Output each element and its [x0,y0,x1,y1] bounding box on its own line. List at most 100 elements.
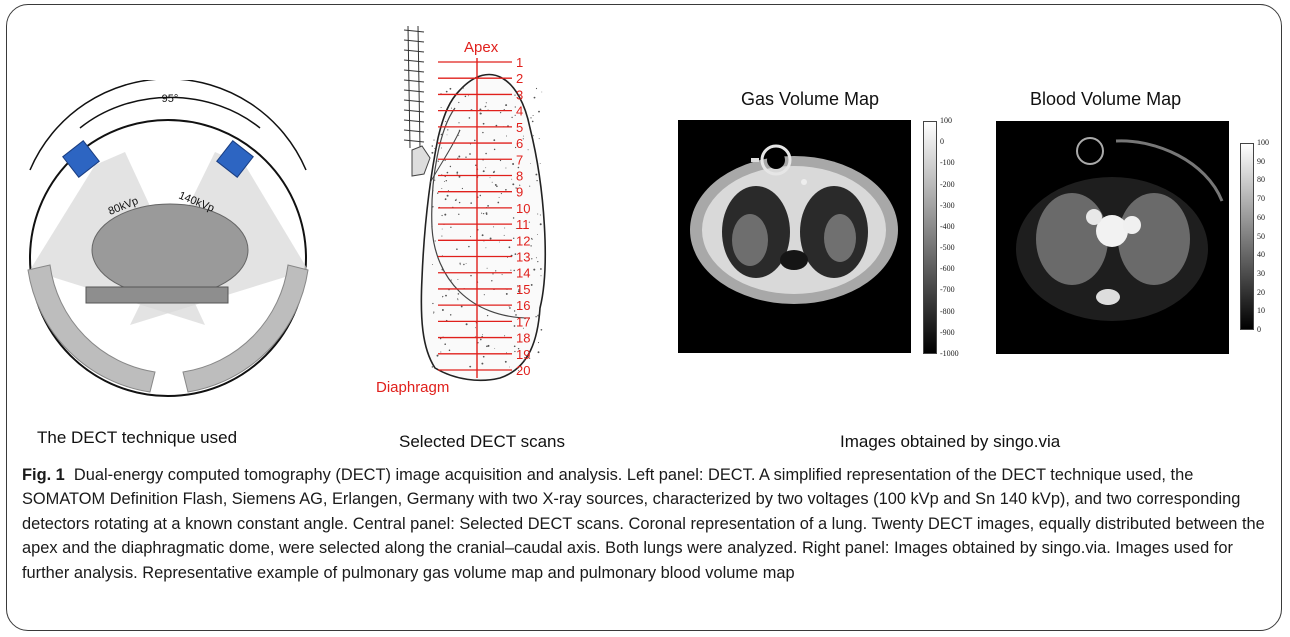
left-panel-label: The DECT technique used [37,428,237,448]
stipple-dot [494,149,496,151]
stipple-dot [487,205,489,207]
stipple-dot [499,197,500,198]
stipple-dot [485,106,486,107]
scan-number: 12 [516,233,530,248]
vertebra-tick [404,80,424,82]
colorbar-tick: -800 [940,307,955,316]
vertebra-tick [404,130,424,132]
scan-number: 17 [516,314,530,329]
scan-number: 7 [516,152,523,167]
colorbar-tick: -400 [940,222,955,231]
stipple-dot [531,284,533,286]
stipple-dot [437,193,438,194]
colorbar-tick: 70 [1257,194,1265,203]
stipple-dot [445,198,447,200]
stipple-dot [504,335,505,336]
stipple-dot [485,167,486,168]
stipple-dot [441,236,442,237]
stipple-dot [456,199,457,200]
stipple-dot [458,293,460,295]
stipple-dot [533,135,534,136]
stipple-dot [485,247,486,248]
vertebra-tick [404,60,424,62]
stipple-dot [432,145,434,147]
patient-ellipse [92,204,248,296]
stipple-dot [444,214,446,216]
colorbar-tick: 60 [1257,213,1265,222]
stipple-dot [540,268,542,270]
colorbar-tick: 30 [1257,269,1265,278]
stipple-dot [513,270,514,271]
figure-caption: Fig. 1 Dual-energy computed tomography (… [22,463,1268,585]
scan-number: 9 [516,185,523,200]
stipple-dot [541,92,542,93]
stipple-dot [459,202,460,203]
colorbar-tick: -300 [940,201,955,210]
stipple-dot [442,269,444,271]
stipple-dot [541,329,543,331]
colorbar-tick: -700 [940,285,955,294]
vertebra-tick [404,50,424,52]
stipple-dot [505,104,507,106]
stipple-dot [469,153,471,155]
stipple-dot [469,366,471,368]
vertebra-tick [404,30,424,32]
stipple-dot [441,148,442,149]
stipple-dot [446,180,447,181]
stipple-dot [444,343,446,345]
colorbar-tick: 10 [1257,306,1265,315]
stipple-dot [450,314,451,315]
stipple-dot [482,334,483,335]
stipple-dot [465,96,467,98]
stipple-dot [500,112,501,113]
stipple-dot [509,367,510,368]
stipple-dot [469,117,471,119]
stipple-dot [457,298,458,299]
colorbar-tick: -100 [940,158,955,167]
stipple-dot [500,160,501,161]
stipple-dot [536,257,537,258]
stipple-dot [459,176,461,178]
stipple-dot [459,263,460,264]
gas-map-colorbar [923,121,937,354]
stipple-dot [457,279,458,280]
stipple-dot [444,181,445,182]
stipple-dot [492,273,493,274]
stipple-dot [493,139,495,141]
colorbar-tick: 100 [1257,138,1269,147]
stipple-dot [449,350,451,352]
stipple-dot [474,140,476,142]
stipple-dot [537,315,539,317]
caption-text: Dual-energy computed tomography (DECT) i… [22,466,1265,582]
stipple-dot [537,213,538,214]
stipple-dot [482,234,484,236]
stipple-dot [506,135,507,136]
stipple-dot [505,168,506,169]
blood-map-title: Blood Volume Map [1030,89,1181,110]
stipple-dot [492,182,493,183]
stipple-dot [507,257,508,258]
stipple-dot [534,97,536,99]
stipple-dot [463,264,464,265]
scan-number: 11 [516,217,530,232]
colorbar-tick: -200 [940,180,955,189]
stipple-dot [434,180,435,181]
scan-number: 2 [516,71,523,86]
stipple-dot [528,149,529,150]
colorbar-tick: 80 [1257,175,1265,184]
stipple-dot [450,88,452,90]
stipple-dot [535,174,537,176]
scan-number: 1 [516,55,523,70]
stipple-dot [438,161,439,162]
scan-number: 6 [516,136,523,151]
gas-volume-map-image [678,120,911,353]
blood-volume-map-image [996,121,1229,354]
stipple-dot [509,307,511,309]
stipple-dot [536,180,537,181]
angle-label: 95° [162,93,179,105]
stipple-dot [490,177,491,178]
stipple-dot [481,213,482,214]
stipple-dot [447,135,448,136]
stipple-dot [457,173,458,174]
stipple-dot [450,227,451,228]
